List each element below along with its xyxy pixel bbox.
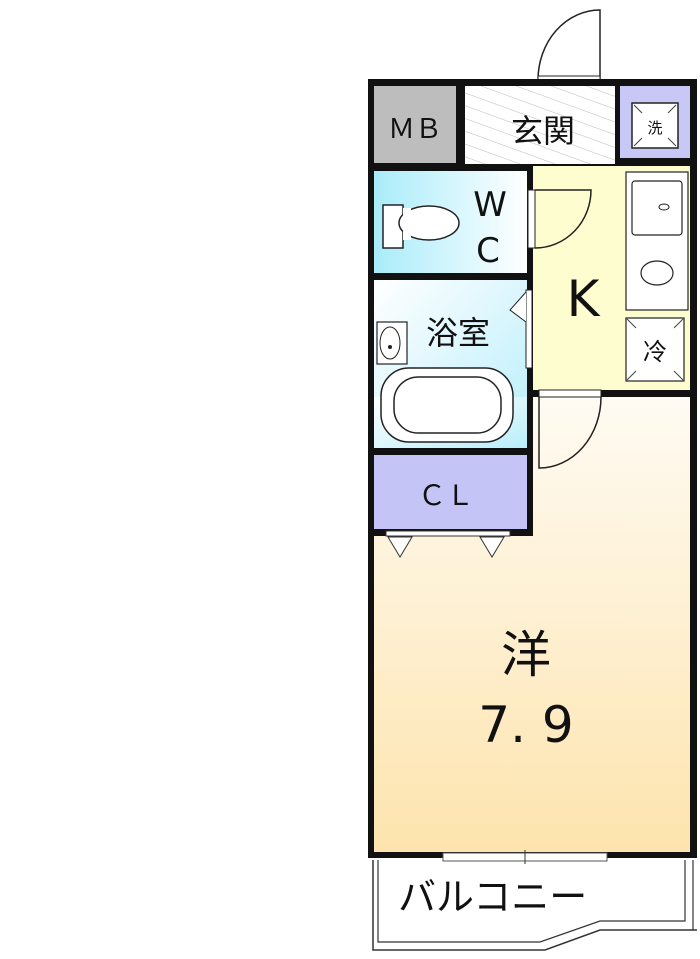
western-door (538, 389, 602, 469)
western-label: 洋 (501, 626, 551, 684)
entrance-door (537, 9, 601, 83)
fridge-label: 冷 (643, 338, 667, 366)
balcony (372, 850, 697, 951)
toilet-icon (382, 204, 460, 249)
sink-icon (376, 321, 408, 365)
fridge-icon (625, 317, 685, 382)
western-size: 7. 9 (478, 696, 573, 754)
wc-label-w: W (473, 185, 507, 225)
bathtub-icon (380, 367, 514, 443)
mb-label: ＭＢ (388, 114, 442, 145)
mb-room (374, 86, 456, 163)
closet-label: ＣＬ (418, 479, 474, 512)
washer-icon (631, 102, 679, 149)
bath-label: 浴室 (426, 314, 490, 352)
kitchen-label: K (567, 270, 601, 328)
wc-door (527, 189, 592, 249)
kitchen-counter (625, 171, 689, 311)
bath-door (509, 289, 533, 369)
balcony-label: バルコニー (398, 875, 587, 919)
wc-label-c: C (476, 231, 500, 271)
washer-label: 洗 (647, 119, 662, 137)
genkan-label: 玄関 (511, 112, 575, 150)
